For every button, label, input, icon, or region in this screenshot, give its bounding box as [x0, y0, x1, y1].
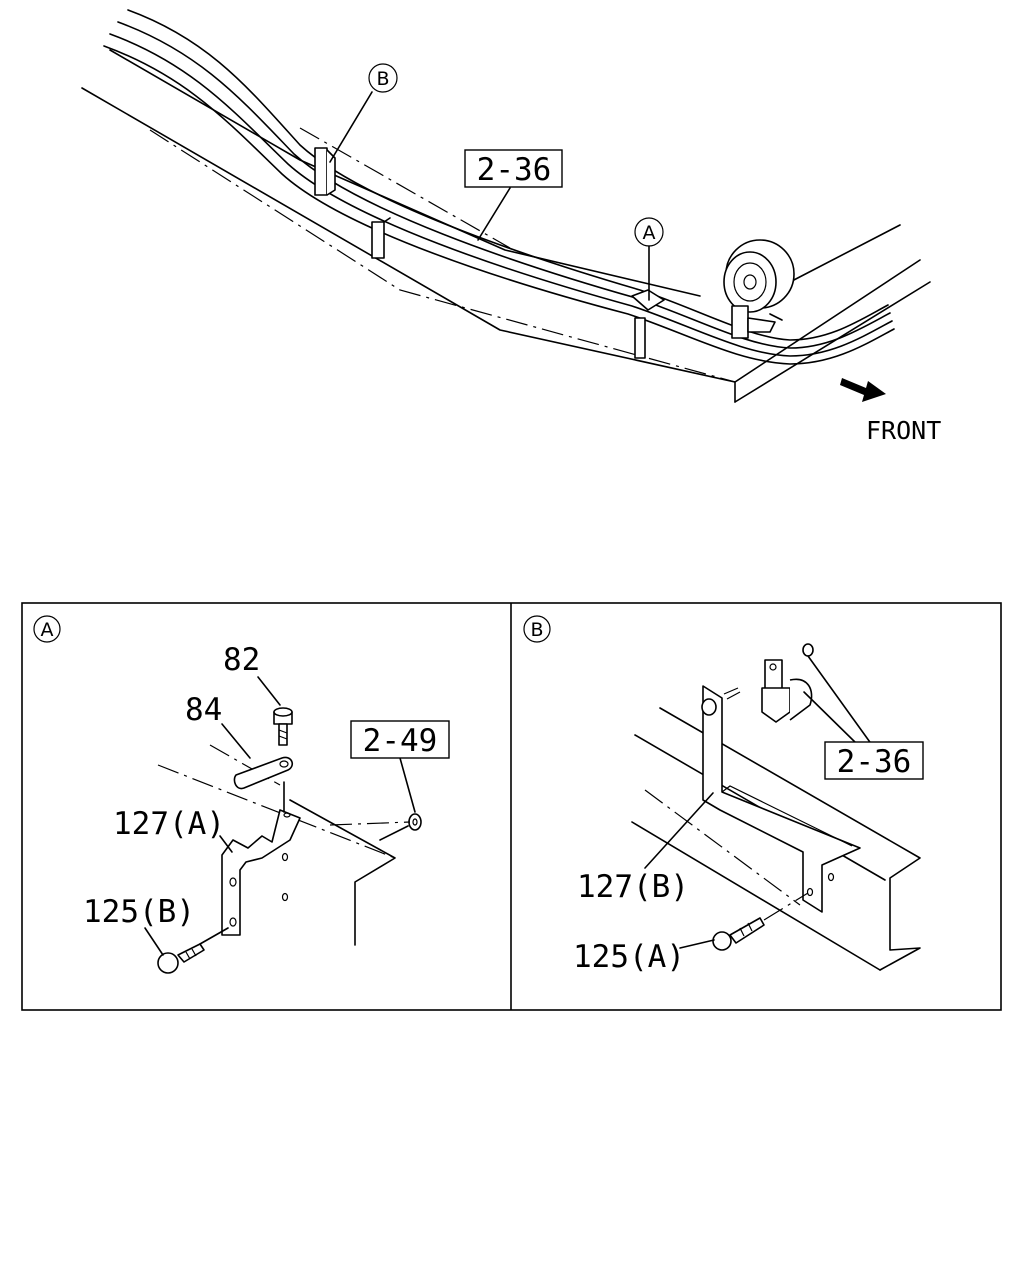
- clip-84: [233, 756, 294, 813]
- callout-b-overview: B: [368, 63, 398, 93]
- front-label: FRONT: [866, 416, 941, 445]
- clip-a-overview: [631, 289, 665, 359]
- detail-b-panel: B: [523, 615, 924, 975]
- label-127b: 127(B): [577, 869, 689, 905]
- label-125a: 125(A): [573, 939, 685, 975]
- label-82: 82: [223, 642, 260, 678]
- svg-text:2-36: 2-36: [837, 744, 912, 780]
- clip-b-overview: [314, 147, 391, 259]
- callout-a-overview: A: [634, 217, 664, 247]
- bracket-127a: [221, 809, 301, 936]
- bolt-82: [273, 707, 293, 746]
- label-127a: 127(A): [113, 806, 225, 842]
- spool-component: [723, 239, 795, 339]
- nut-2-49: [329, 813, 422, 831]
- svg-text:A: A: [41, 619, 54, 641]
- ref-box-2-36-detail: 2-36: [824, 741, 924, 780]
- detail-b-label: B: [523, 615, 551, 643]
- svg-text:2-49: 2-49: [363, 723, 438, 759]
- leader-2-36-overview: [477, 187, 511, 241]
- label-84: 84: [185, 692, 222, 728]
- bolt-125b: [157, 927, 229, 974]
- front-arrow-icon: [840, 378, 886, 402]
- frame-rail: [81, 49, 931, 403]
- pipe-bundle: [103, 9, 895, 365]
- leader-b-overview: [329, 91, 373, 163]
- ref-box-2-49: 2-49: [350, 720, 450, 759]
- svg-text:B: B: [530, 619, 543, 641]
- detail-a-panel: A: [33, 615, 450, 974]
- overview-view: B A 2-36 FRONT: [81, 9, 941, 445]
- svg-text:A: A: [643, 222, 656, 244]
- hanger-clip-b: [723, 643, 814, 723]
- svg-text:B: B: [376, 68, 389, 90]
- ref-box-2-36-overview: 2-36: [464, 149, 563, 188]
- bracket-127b: [701, 685, 861, 913]
- detail-a-label: A: [33, 615, 61, 643]
- label-125b: 125(B): [83, 894, 195, 930]
- svg-text:2-36: 2-36: [477, 152, 552, 188]
- bolt-125a: [712, 892, 809, 951]
